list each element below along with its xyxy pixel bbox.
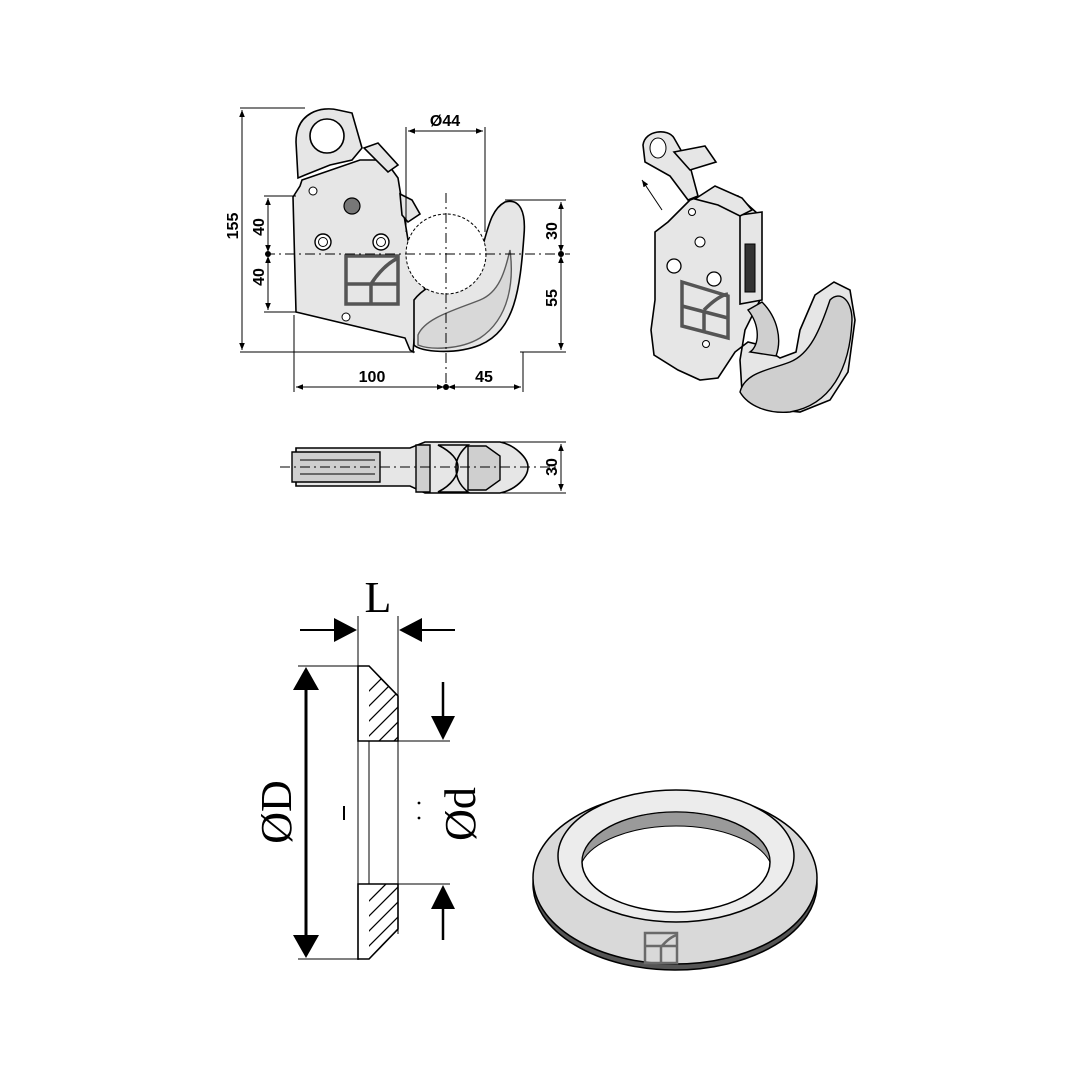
bolt-hole-left [314, 233, 332, 251]
lug-hole [309, 118, 345, 154]
dim-node [558, 251, 564, 257]
iso-latch [672, 145, 718, 171]
ring-bore-wall [581, 811, 771, 863]
ring-section-view: ØD Ød L [252, 573, 485, 960]
center-dot [417, 801, 421, 805]
iso-brand-logo [680, 279, 730, 341]
top-view-collar [415, 444, 431, 493]
iso-slot [744, 243, 756, 293]
top-view-jaw [467, 445, 501, 491]
dim-node [443, 384, 449, 390]
iso-lug-hole [649, 137, 667, 159]
center-dot [417, 816, 421, 820]
hook-top-view: 30 [280, 441, 566, 494]
small-hole [308, 186, 318, 196]
dim-40-lower-label: 40 [251, 268, 268, 286]
grease-nipple [343, 197, 361, 215]
ring-isometric-view [532, 789, 818, 971]
arrow-D-bottom [293, 935, 319, 958]
iso-hole [702, 340, 710, 348]
iso-hook-shade [739, 295, 853, 413]
hook-isometric-view [641, 131, 856, 413]
top-view-socket [437, 444, 471, 493]
dim-40-upper-label: 40 [251, 218, 268, 236]
arrow-d-top [431, 716, 455, 740]
dim-30-label: 30 [544, 222, 561, 240]
ring-section-top [357, 665, 399, 742]
latch-tip [362, 142, 400, 174]
hook-front-view: 155 40 40 Ø44 30 55 100 45 [225, 107, 570, 392]
arrow-d-bottom [431, 885, 455, 909]
arrow-L-right [399, 618, 422, 642]
dim-55-label: 55 [544, 289, 561, 307]
length-label: L [365, 573, 392, 622]
bolt-hole-left-inner [318, 237, 328, 247]
small-hole-bottom [341, 312, 351, 322]
bolt-hole-right-inner [376, 237, 386, 247]
dim-node [265, 251, 271, 257]
arrow-D-top [293, 667, 319, 690]
outer-diameter-label: ØD [252, 780, 301, 844]
brand-logo [344, 254, 400, 306]
iso-top-face [693, 185, 754, 217]
iso-hole [694, 236, 706, 248]
iso-hole [688, 208, 696, 216]
arrow-L-left [334, 618, 357, 642]
dim-top-30-label: 30 [544, 458, 561, 476]
iso-motion-arrow [641, 179, 663, 211]
dim-100-label: 100 [359, 369, 386, 386]
dim-45-label: 45 [475, 369, 493, 386]
catch-tooth [399, 192, 422, 224]
dim-155-label: 155 [225, 213, 242, 240]
dim-44-label: Ø44 [430, 113, 460, 130]
iso-hole [706, 271, 722, 287]
iso-socket-inner [746, 301, 780, 357]
inner-diameter-label: Ød [436, 787, 485, 841]
iso-hole [666, 258, 682, 274]
ring-brand-logo [643, 931, 679, 965]
bolt-hole-right [372, 233, 390, 251]
